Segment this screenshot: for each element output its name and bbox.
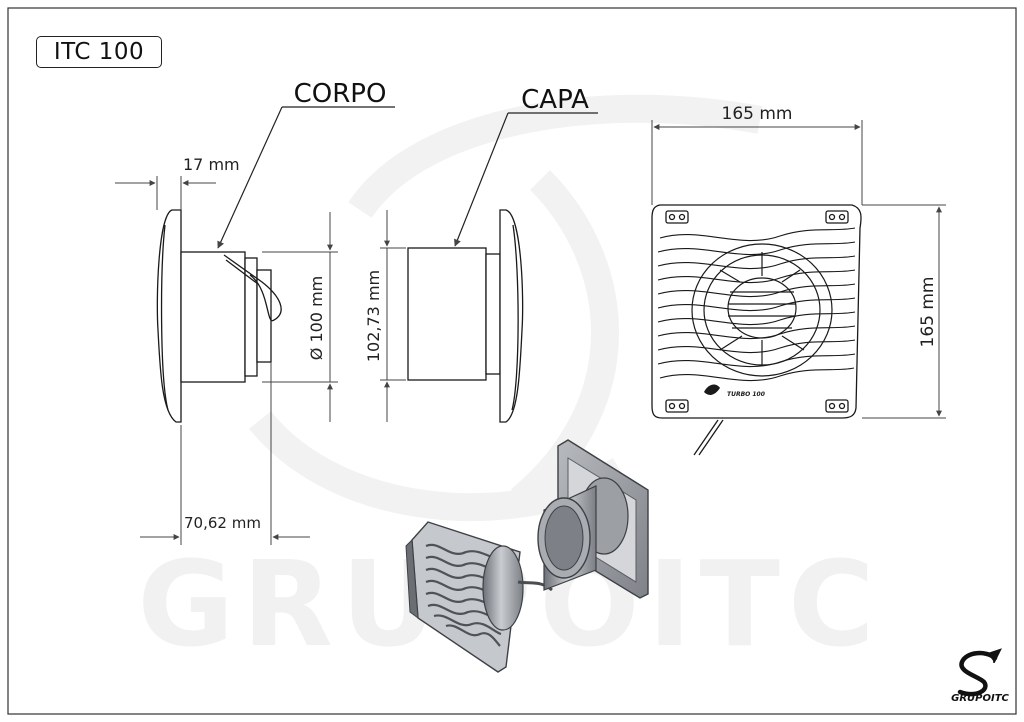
dim-front-width bbox=[651, 120, 863, 205]
front-view bbox=[651, 204, 862, 419]
front-impeller bbox=[691, 243, 833, 377]
dim-total-depth-label: 70,62 mm bbox=[184, 514, 261, 532]
corpo-side-view bbox=[156, 209, 282, 423]
front-badge-label: TURBO 100 bbox=[727, 391, 765, 398]
model-title: ITC 100 bbox=[36, 36, 162, 68]
front-brand-badge: TURBO 100 bbox=[704, 384, 765, 398]
dim-flange-depth-label: 17 mm bbox=[183, 155, 240, 174]
dim-total-depth bbox=[140, 362, 310, 545]
dim-front-height-label: 165 mm bbox=[918, 277, 938, 348]
dim-diameter bbox=[262, 212, 338, 422]
grupoitc-logo-icon bbox=[957, 648, 1002, 697]
corpo-leader bbox=[217, 106, 395, 249]
corpo-label: CORPO bbox=[294, 79, 387, 109]
render-corpo-body bbox=[537, 439, 649, 599]
dim-flange-depth bbox=[115, 176, 216, 210]
dim-diameter-label: Ø 100 mm bbox=[307, 276, 326, 360]
dim-front-height bbox=[862, 204, 946, 419]
dim-capa-height bbox=[380, 210, 406, 422]
render-capa-grille bbox=[405, 521, 553, 673]
capa-side-view bbox=[407, 209, 524, 423]
front-cable bbox=[693, 419, 724, 456]
sheet-border bbox=[7, 7, 1017, 715]
capa-label: CAPA bbox=[521, 85, 589, 115]
brand-name: GRUPOITC bbox=[951, 693, 1009, 704]
dim-capa-height-label: 102,73 mm bbox=[364, 270, 383, 362]
dim-front-width-label: 165 mm bbox=[722, 104, 793, 124]
capa-leader bbox=[454, 112, 598, 247]
